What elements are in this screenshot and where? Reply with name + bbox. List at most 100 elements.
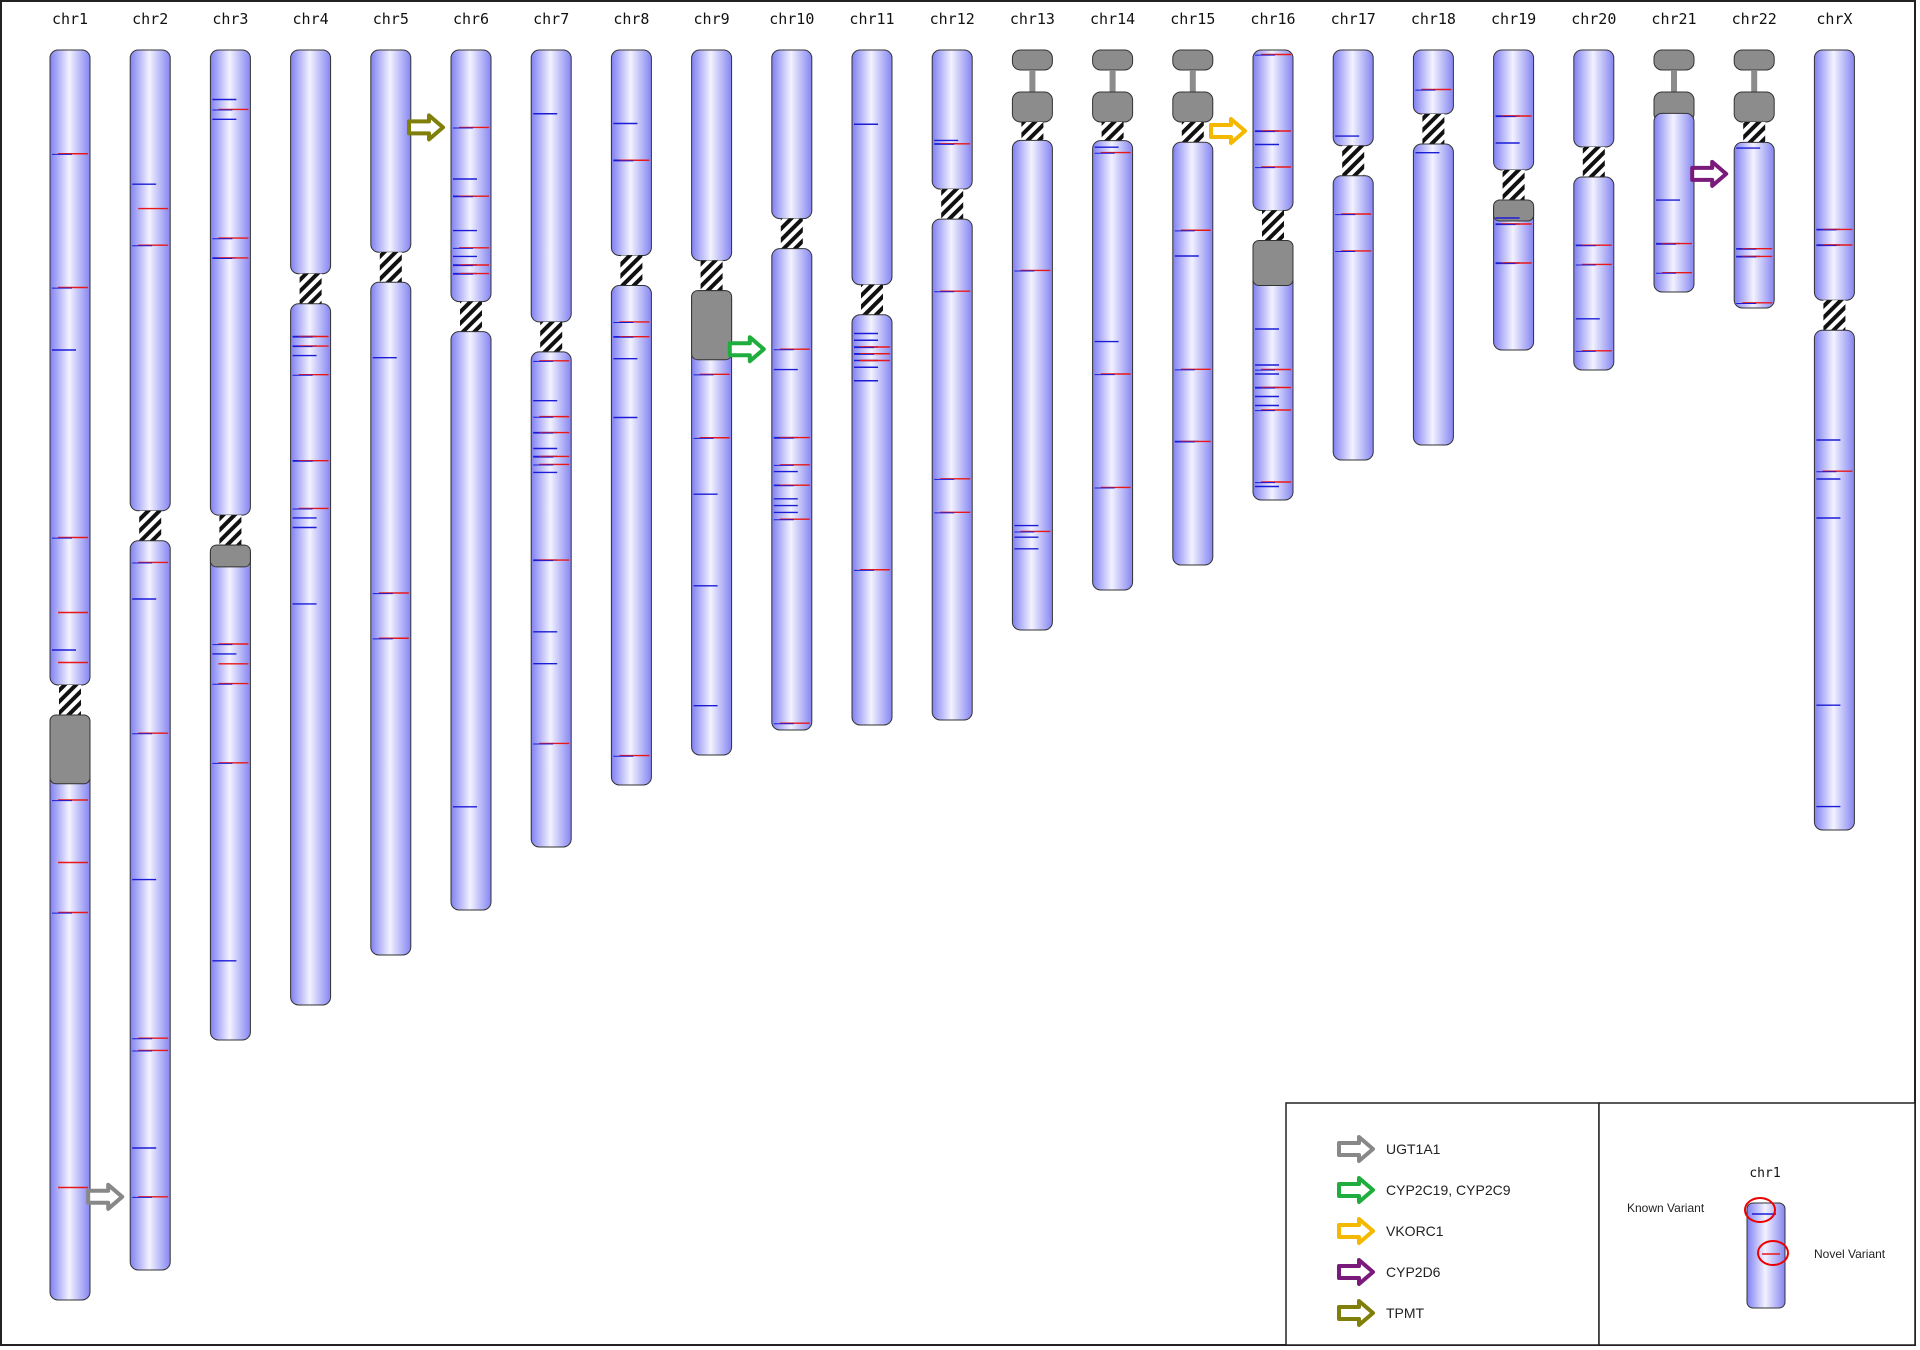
q-arm-chr22 — [1733, 141, 1775, 309]
gene-marker-arrow-vkorc1 — [1209, 117, 1247, 145]
centromere-chr13 — [1021, 122, 1044, 141]
centromere-chr3 — [219, 515, 242, 546]
p-arm-chr8 — [610, 49, 652, 256]
centromere-chr17 — [1342, 145, 1365, 176]
q-arm-chr14 — [1092, 140, 1134, 591]
heterochromatin-chr1 — [49, 714, 91, 785]
q-arm-chr21 — [1653, 112, 1695, 293]
chromosome-chr15: chr15 — [1170, 10, 1215, 566]
legend-arrow-vkorc1 — [1337, 1217, 1375, 1245]
chromosome-chr21: chr21 — [1651, 10, 1697, 293]
p-arm-chr11 — [851, 49, 893, 286]
centromere-chr22 — [1743, 122, 1766, 143]
legend-arrow-ugt1a1 — [1337, 1135, 1375, 1163]
centromere-chr8 — [620, 255, 643, 286]
chromosome-label-chr18: chr18 — [1411, 10, 1456, 28]
satellite-chr13 — [1011, 49, 1053, 71]
legend-gene-label: UGT1A1 — [1386, 1141, 1441, 1157]
q-arm-chr7 — [530, 351, 572, 848]
satellite-chr14 — [1092, 49, 1134, 71]
p-arm-chr17 — [1332, 49, 1374, 147]
chromosome-chr5: chr5 — [370, 10, 412, 956]
centromere-chr6 — [460, 301, 482, 332]
satellite-chr22 — [1733, 49, 1775, 71]
centromere-chr4 — [299, 273, 322, 304]
p-arm-chr6 — [450, 49, 492, 303]
gene-markers-layer — [86, 113, 1729, 1211]
chromosome-chr14: chr14 — [1090, 10, 1135, 591]
chromosome-label-chr17: chr17 — [1331, 10, 1376, 28]
p-arm-chr7 — [530, 49, 572, 323]
legend-novel-circle — [1757, 1240, 1789, 1266]
stalk-chr15 — [1189, 70, 1196, 92]
q-arm-chr20 — [1573, 176, 1615, 371]
chromosome-chr2: chr2 — [129, 10, 171, 1271]
p-arm-chr19 — [1493, 49, 1535, 171]
chromosome-label-chr15: chr15 — [1170, 10, 1215, 28]
chromosome-chr11: chr11 — [849, 10, 895, 726]
chromosome-chr12: chr12 — [930, 10, 975, 721]
stalk-chr13 — [1029, 70, 1036, 92]
chromosome-chr20: chr20 — [1571, 10, 1616, 371]
chromosome-chrX: chrX — [1813, 10, 1855, 831]
gene-marker-arrow-tpmt — [407, 113, 445, 142]
stalk-chr14 — [1109, 70, 1116, 92]
legend-arrow-tpmt — [1337, 1299, 1375, 1327]
chromosome-label-chr8: chr8 — [613, 10, 649, 28]
satellite-chr15 — [1172, 49, 1214, 71]
centromere-chr15 — [1181, 122, 1204, 143]
p-arm-chr12 — [931, 49, 973, 190]
chromosome-label-chr6: chr6 — [453, 10, 489, 28]
p-arm-chr10 — [771, 49, 813, 220]
p-arm-chr18 — [1412, 49, 1454, 115]
chromosome-label-chr1: chr1 — [52, 10, 88, 28]
chromosome-chr13: chr13 — [1010, 10, 1055, 631]
heterochromatin-chr9 — [691, 290, 733, 361]
gene-marker-arrow-cyp2c19-cyp2c9 — [727, 335, 766, 364]
q-arm-chr5 — [370, 281, 412, 956]
p-arm-chr2 — [129, 49, 171, 512]
chromosome-label-chr11: chr11 — [849, 10, 894, 28]
centromere-chr12 — [941, 189, 964, 220]
q-arm-chr2 — [129, 540, 171, 1271]
centromere-chr18 — [1422, 114, 1445, 144]
chromosome-chr18: chr18 — [1411, 10, 1456, 446]
legend-known-circle — [1744, 1197, 1776, 1223]
q-arm-chr11 — [851, 314, 893, 726]
p-arm-chr9 — [691, 49, 733, 262]
centromere-chr5 — [379, 252, 402, 283]
legend-gene-label: CYP2C19, CYP2C9 — [1386, 1182, 1511, 1198]
q-arm-chr13 — [1011, 139, 1053, 631]
centromere-chr16 — [1262, 210, 1284, 241]
centromere-chr7 — [540, 321, 563, 352]
p-arm-chr5 — [370, 49, 412, 253]
short-arm-chr14 — [1092, 91, 1134, 123]
chromosome-chr4: chr4 — [290, 10, 332, 1006]
chromosome-label-chr13: chr13 — [1010, 10, 1055, 28]
chromosome-label-chr16: chr16 — [1250, 10, 1295, 28]
legend-variant-example: chr1 Known Variant Novel Variant — [1627, 1166, 1886, 1309]
chromosome-label-chr19: chr19 — [1491, 10, 1536, 28]
chromosome-chr17: chr17 — [1331, 10, 1376, 461]
chromosome-label-chr5: chr5 — [373, 10, 409, 28]
q-arm-chr4 — [290, 303, 332, 1006]
satellite-chr21 — [1653, 49, 1695, 71]
legend-example-chromosome — [1746, 1202, 1786, 1309]
chromosome-label-chr9: chr9 — [694, 10, 730, 28]
centromere-chr2 — [139, 510, 162, 541]
chromosome-chr9: chr9 — [691, 10, 733, 756]
chromosome-label-chr4: chr4 — [293, 10, 329, 28]
short-arm-chr13 — [1011, 91, 1053, 123]
p-arm-chr16 — [1252, 49, 1294, 211]
heterochromatin-chr16 — [1252, 240, 1294, 286]
q-arm-chr18 — [1412, 143, 1454, 446]
chromosome-label-chr12: chr12 — [930, 10, 975, 28]
legend-example-chromosome-label: chr1 — [1749, 1166, 1780, 1181]
centromere-chr9 — [700, 260, 723, 291]
chromosome-label-chr2: chr2 — [132, 10, 168, 28]
chromosome-label-chr3: chr3 — [212, 10, 248, 28]
centromere-chr19 — [1502, 170, 1525, 200]
q-arm-chr15 — [1172, 141, 1214, 566]
